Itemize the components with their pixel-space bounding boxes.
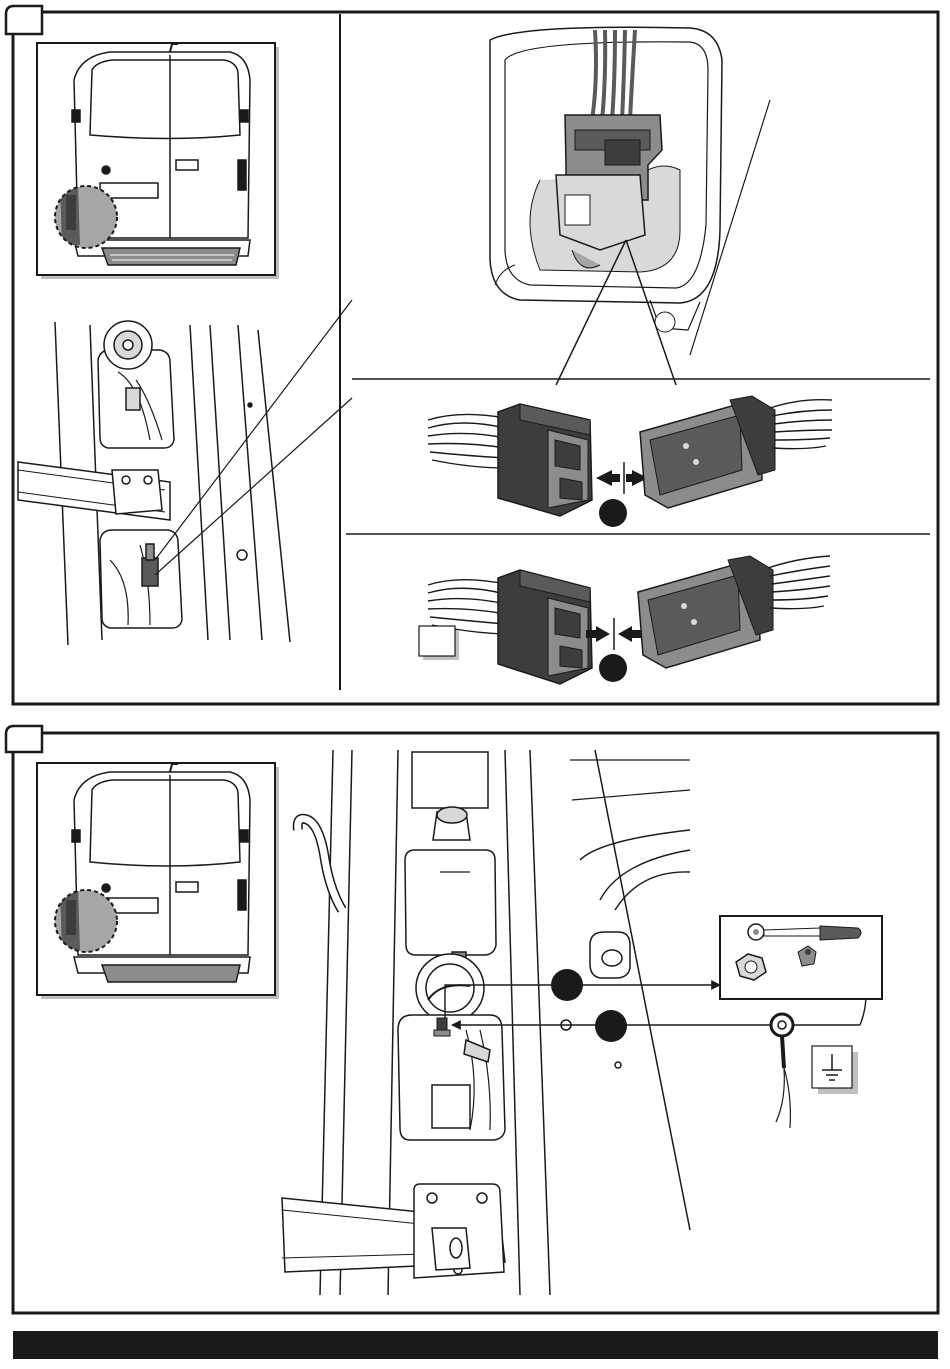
lower-pillar-detail bbox=[282, 750, 690, 1295]
connect-note-box bbox=[419, 626, 455, 656]
connect-arrows-icon bbox=[586, 618, 642, 650]
parts-box bbox=[720, 916, 882, 999]
lower-van-inset bbox=[37, 763, 279, 999]
lower-step-badge bbox=[6, 726, 42, 752]
disconnect-arrows-icon bbox=[596, 462, 648, 494]
male-connector-2 bbox=[638, 556, 830, 668]
male-connector bbox=[640, 396, 832, 508]
upper-connector-closeup bbox=[490, 27, 770, 355]
female-connector bbox=[428, 404, 592, 516]
upper-van-inset bbox=[37, 43, 279, 279]
upper-pillar-detail bbox=[18, 321, 290, 645]
footer-bar bbox=[13, 1331, 938, 1359]
bullet-nut-step bbox=[551, 969, 583, 1001]
bullet-disconnected bbox=[599, 499, 627, 527]
bullet-eyelet-step bbox=[595, 1010, 627, 1042]
connector-pair-disconnected bbox=[428, 396, 832, 527]
connector-pair-connected bbox=[419, 556, 830, 684]
upper-pillar-connector bbox=[142, 558, 158, 586]
upper-step-badge bbox=[6, 6, 42, 34]
bullet-connected bbox=[599, 654, 627, 682]
ground-symbol-box bbox=[812, 1046, 858, 1094]
ring-terminal-icon bbox=[771, 1014, 793, 1128]
